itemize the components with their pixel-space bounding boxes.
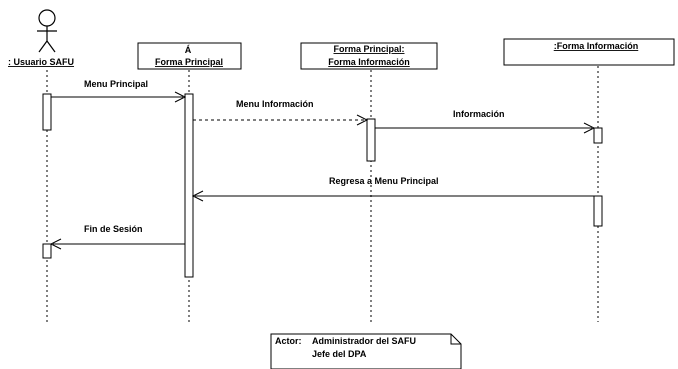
note-actor-label: Actor: (275, 336, 302, 346)
activation-usuario-2 (42, 243, 52, 259)
forma-principal-label: Forma Principal (155, 57, 223, 67)
message-arrowhead-regresa (191, 190, 204, 202)
message-menu-principal: Menu Principal (84, 79, 148, 89)
message-arrowhead-menu-principal (174, 91, 187, 103)
activation-forma-informacion-1 (593, 127, 603, 144)
forma-principal-info-line1: Forma Principal: (333, 44, 404, 54)
activation-forma-principal (184, 93, 194, 278)
object-box-forma-principal-informacion (300, 42, 438, 70)
activation-usuario-1 (42, 93, 52, 131)
message-fin-de-sesion: Fin de Sesión (84, 224, 143, 234)
object-box-forma-principal (137, 42, 242, 70)
forma-principal-marker: Á (185, 45, 192, 55)
note-line2: Jefe del DPA (312, 349, 367, 359)
message-regresa-menu-principal: Regresa a Menu Principal (329, 176, 439, 186)
forma-informacion-label: :Forma Información (554, 41, 639, 51)
message-menu-informacion: Menu Información (236, 99, 314, 109)
message-arrowhead-menu-informacion (356, 114, 369, 126)
message-informacion: Información (453, 109, 505, 119)
activation-forma-principal-info (366, 118, 376, 162)
activation-forma-informacion-2 (593, 195, 603, 227)
forma-principal-info-line2: Forma Información (328, 57, 410, 67)
note-actor-value: Administrador del SAFU (312, 336, 416, 346)
object-box-forma-informacion (503, 38, 675, 66)
note-fold (450, 334, 461, 345)
actor-label: : Usuario SAFU (8, 57, 74, 67)
message-arrowhead-informacion (583, 122, 596, 134)
note-box (270, 333, 462, 369)
message-arrowhead-fin-sesion (49, 238, 62, 250)
actor-stick-figure (37, 9, 57, 53)
